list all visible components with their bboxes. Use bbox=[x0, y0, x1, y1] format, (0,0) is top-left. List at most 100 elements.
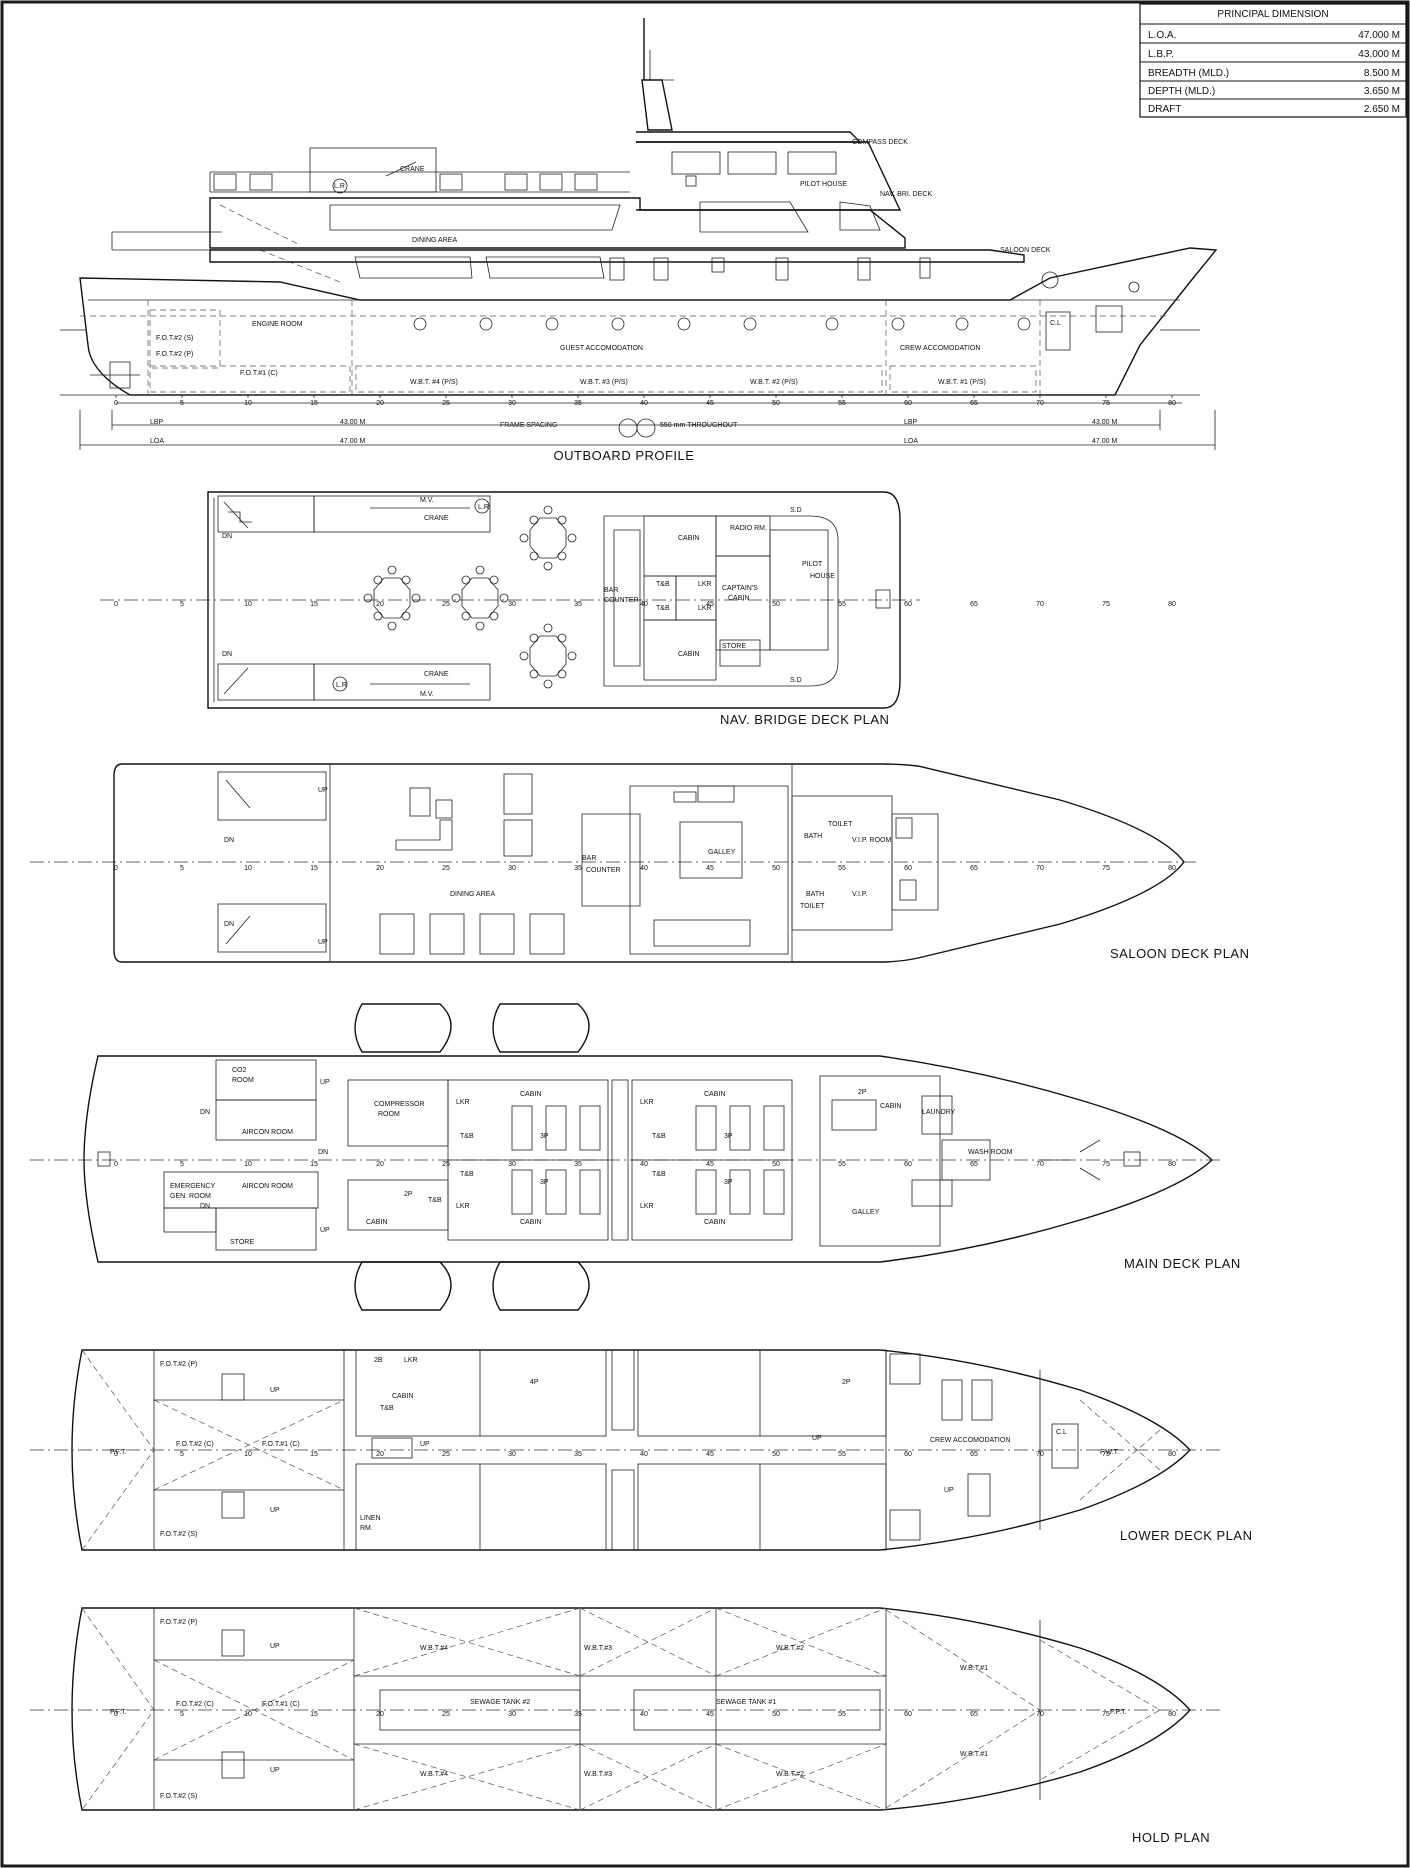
frame-tick-label: 70 bbox=[1036, 1711, 1044, 1718]
label-engine-room: ENGINE ROOM bbox=[252, 321, 303, 328]
frame-tick-label: 35 bbox=[574, 1451, 582, 1458]
sal-toilet-1: TOILET bbox=[828, 821, 853, 828]
ld-fot2c: F.O.T.#2 (C) bbox=[176, 1441, 214, 1448]
nb-cabin-top: CABIN bbox=[678, 535, 699, 542]
sal-counter: COUNTER bbox=[586, 867, 621, 874]
label-wbt1: W.B.T. #1 (P/S) bbox=[938, 379, 986, 386]
frame-tick-label: 75 bbox=[1102, 601, 1110, 608]
nb-mv-top: M.V. bbox=[420, 497, 434, 504]
md-lkr-c: LKR bbox=[640, 1099, 654, 1106]
nb-lkr1: LKR bbox=[698, 581, 712, 588]
frame-tick-label: 30 bbox=[508, 1711, 516, 1718]
ld-pft: P.F.T. bbox=[110, 1449, 127, 1456]
hp-fot2s: F.O.T.#2 (S) bbox=[160, 1793, 197, 1800]
frame-tick-label: 60 bbox=[904, 1161, 912, 1168]
md-gen-room: GEN. ROOM bbox=[170, 1193, 211, 1200]
frame-tick-label: 70 bbox=[1036, 400, 1044, 407]
sal-bath-1: BATH bbox=[804, 833, 822, 840]
hp-wbt1-top: W.B.T.#1 bbox=[960, 1665, 988, 1672]
frame-tick-label: 25 bbox=[442, 601, 450, 608]
frame-tick-label: 50 bbox=[772, 400, 780, 407]
ld-fot2p: F.O.T.#2 (P) bbox=[160, 1361, 197, 1368]
pd-value: 3.650 M bbox=[1364, 86, 1400, 97]
md-cabin-a: CABIN bbox=[520, 1091, 541, 1098]
sal-bath-2: BATH bbox=[806, 891, 824, 898]
label-loa-left: LOA bbox=[150, 438, 164, 445]
frame-tick-label: 65 bbox=[970, 1711, 978, 1718]
frame-tick-label: 20 bbox=[376, 1161, 384, 1168]
frame-tick-label: 25 bbox=[442, 1451, 450, 1458]
md-lkr-b: LKR bbox=[456, 1203, 470, 1210]
frame-tick-label: 5 bbox=[180, 601, 184, 608]
label-wbt2: W.B.T. #2 (P/S) bbox=[750, 379, 798, 386]
frame-tick-label: 15 bbox=[310, 1161, 318, 1168]
nb-lr-bot: L.R bbox=[336, 682, 347, 689]
frame-tick-label: 75 bbox=[1102, 1451, 1110, 1458]
frame-tick-label: 45 bbox=[706, 400, 714, 407]
frame-tick-label: 40 bbox=[640, 865, 648, 872]
md-store: STORE bbox=[230, 1239, 254, 1246]
sal-dn-top: DN bbox=[224, 837, 234, 844]
frame-tick-label: 70 bbox=[1036, 1161, 1044, 1168]
ld-up-5: UP bbox=[944, 1487, 954, 1494]
frame-tick-label: 30 bbox=[508, 1161, 516, 1168]
nb-crane-top: CRANE bbox=[424, 515, 449, 522]
ld-crew: CREW ACCOMODATION bbox=[930, 1437, 1010, 1444]
frame-tick-label: 10 bbox=[244, 1451, 252, 1458]
md-3p-b: 3P bbox=[540, 1179, 549, 1186]
label-frame-spacing: FRAME SPACING bbox=[500, 422, 557, 429]
hp-pft: P.F.T. bbox=[110, 1709, 127, 1716]
md-cabin-c: CABIN bbox=[704, 1091, 725, 1098]
md-lkr-a: LKR bbox=[456, 1099, 470, 1106]
nb-house: HOUSE bbox=[810, 573, 835, 580]
main-deck-title: MAIN DECK PLAN bbox=[1124, 1256, 1241, 1271]
nb-tb2: T&B bbox=[656, 605, 670, 612]
label-lbp-left: LBP bbox=[150, 419, 164, 426]
frame-tick-label: 20 bbox=[376, 865, 384, 872]
frame-tick-label: 5 bbox=[180, 1451, 184, 1458]
frame-tick-label: 20 bbox=[376, 400, 384, 407]
frame-tick-label: 15 bbox=[310, 1711, 318, 1718]
hp-wbt1-bot: W.B.T.#1 bbox=[960, 1751, 988, 1758]
frame-tick-label: 15 bbox=[310, 400, 318, 407]
label-throughout: 550 mm THROUGHOUT bbox=[660, 422, 738, 429]
ld-up-4: UP bbox=[812, 1435, 822, 1442]
ld-2p: 2P bbox=[842, 1379, 851, 1386]
nb-tb1: T&B bbox=[656, 581, 670, 588]
hold-plan-title: HOLD PLAN bbox=[1132, 1830, 1210, 1845]
frame-tick-label: 30 bbox=[508, 601, 516, 608]
sal-galley: GALLEY bbox=[708, 849, 736, 856]
frame-tick-label: 80 bbox=[1168, 1451, 1176, 1458]
sal-up-top: UP bbox=[318, 787, 328, 794]
label-dining-area: DINING AREA bbox=[412, 237, 457, 244]
md-3p-d: 3P bbox=[724, 1179, 733, 1186]
sal-up-bot: UP bbox=[318, 939, 328, 946]
frame-tick-label: 80 bbox=[1168, 601, 1176, 608]
nav-bridge-title: NAV. BRIDGE DECK PLAN bbox=[720, 712, 889, 727]
md-dn-3: DN bbox=[318, 1149, 328, 1156]
nb-radio-room: RADIO RM. bbox=[730, 525, 767, 532]
md-dn-1: DN bbox=[200, 1109, 210, 1116]
ld-up-1: UP bbox=[270, 1387, 280, 1394]
ld-cl: C.L bbox=[1056, 1429, 1067, 1436]
frame-tick-label: 30 bbox=[508, 865, 516, 872]
frame-tick-label: 60 bbox=[904, 400, 912, 407]
md-galley: GALLEY bbox=[852, 1209, 880, 1216]
ld-tb: T&B bbox=[380, 1405, 394, 1412]
sal-bar: BAR bbox=[582, 855, 596, 862]
label-crew-accom: CREW ACCOMODATION bbox=[900, 345, 980, 352]
nb-dn-bot: DN bbox=[222, 651, 232, 658]
lower-deck-title: LOWER DECK PLAN bbox=[1120, 1528, 1252, 1543]
frame-tick-label: 0 bbox=[114, 1451, 118, 1458]
ld-2b: 2B bbox=[374, 1357, 383, 1364]
md-compressor: COMPRESSOR bbox=[374, 1101, 425, 1108]
ld-lkr: LKR bbox=[404, 1357, 418, 1364]
saloon-deck-plan: DN UP DN UP DINING AREA BAR COUNTER GALL… bbox=[30, 763, 1249, 963]
frame-tick-label: 10 bbox=[244, 1161, 252, 1168]
frame-tick-label: 65 bbox=[970, 601, 978, 608]
frame-tick-label: 45 bbox=[706, 601, 714, 608]
frame-tick-label: 65 bbox=[970, 1451, 978, 1458]
